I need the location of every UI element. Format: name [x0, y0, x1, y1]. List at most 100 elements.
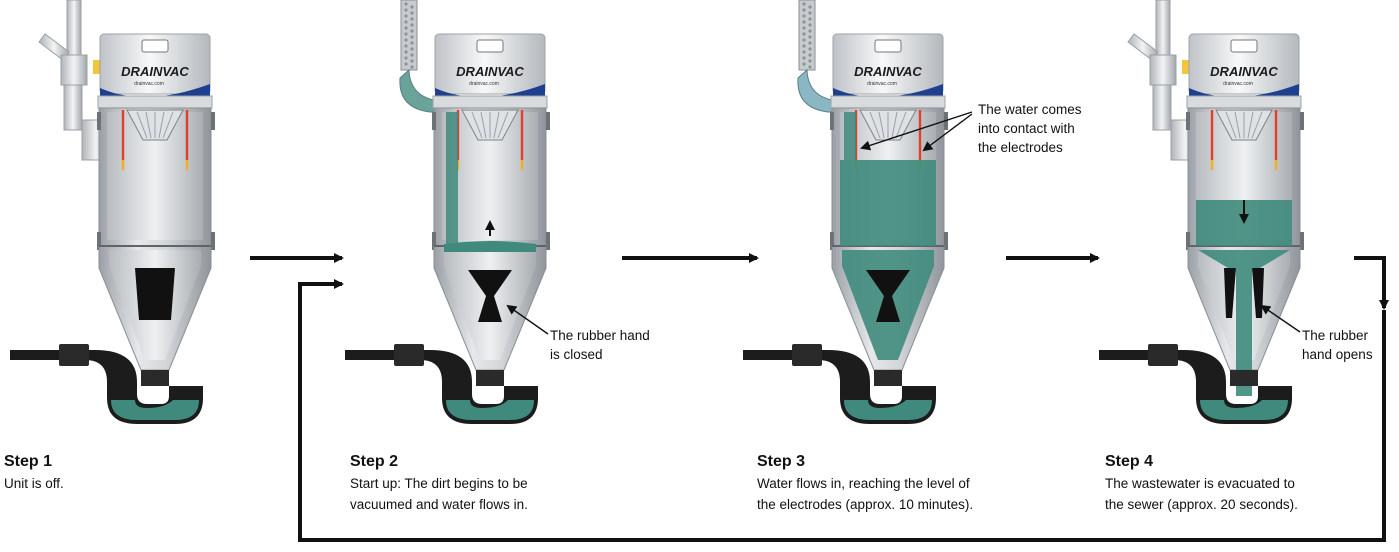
- hose-texture-dot: [404, 62, 408, 66]
- process-flow-arrows: [250, 253, 1389, 542]
- hose-texture-dot: [808, 41, 812, 45]
- hose-texture-dot: [802, 14, 806, 18]
- step-1-caption: Step 1 Unit is off.: [4, 452, 64, 494]
- step-2-caption: Step 2 Start up: The dirt begins to be v…: [350, 452, 528, 515]
- p-trap: [1099, 350, 1292, 424]
- rubber-hand-valve: [468, 270, 512, 322]
- hose-texture-dot: [802, 26, 806, 30]
- leader-electrode-right: [922, 113, 973, 152]
- hose-texture-dot: [410, 17, 414, 21]
- hose-texture-dot: [404, 32, 408, 36]
- water-level-full: [840, 160, 936, 246]
- hose-texture-dot: [808, 35, 812, 39]
- filter-rib: [895, 111, 907, 139]
- inlet-pipe-fitting: [60, 54, 88, 86]
- filter-rib: [878, 111, 885, 139]
- trap-water-seal: [111, 400, 199, 420]
- arrow-loop-back-to-step2: [298, 279, 1386, 542]
- hose-texture-dot: [802, 32, 806, 36]
- hose-texture-dot: [404, 38, 408, 42]
- hose-texture-dot: [404, 14, 408, 18]
- hose-texture-dot: [404, 56, 408, 60]
- step-2-title: Step 2: [350, 453, 399, 470]
- hose-texture-dot: [410, 23, 414, 27]
- filter-rib: [869, 111, 881, 139]
- filter-rib: [1251, 111, 1263, 139]
- outlet-collar: [874, 370, 902, 386]
- step-1-title: Step 1: [4, 453, 53, 470]
- side-clamp: [546, 232, 550, 250]
- rubber-hand-flap: [1224, 268, 1236, 318]
- trap-water-seal: [844, 400, 932, 420]
- annotation-line: the electrodes: [978, 140, 1063, 155]
- hose-texture-dot: [404, 26, 408, 30]
- hose-texture-dot: [410, 35, 414, 39]
- side-clamp: [1186, 232, 1190, 250]
- hose-texture-dot: [802, 44, 806, 48]
- hose-texture-dot: [410, 47, 414, 51]
- trap-fitting: [792, 344, 822, 366]
- hose-texture-dot: [404, 44, 408, 48]
- p-trap: [10, 350, 203, 424]
- motor-cap: [832, 33, 944, 95]
- hose-texture-dot: [410, 65, 414, 69]
- hose-texture-dot: [410, 5, 414, 9]
- filter-rib: [1247, 111, 1254, 139]
- filter-rib: [891, 111, 898, 139]
- drainvac-url: drainvac.com: [1223, 81, 1253, 87]
- annotation-line: The water comes: [978, 102, 1082, 117]
- hose-texture-dot: [808, 65, 812, 69]
- hose-texture-dot: [808, 11, 812, 15]
- side-clamp: [97, 112, 101, 130]
- leader-rubber-hand-closed: [506, 304, 549, 335]
- p-trap: [345, 350, 538, 424]
- cap-handle: [874, 39, 902, 53]
- side-clamp: [830, 232, 834, 250]
- side-clamp: [432, 112, 436, 130]
- hose-texture-dot: [404, 8, 408, 12]
- hose-texture-dot: [410, 59, 414, 63]
- side-clamp: [1300, 112, 1304, 130]
- inlet-hose: [400, 0, 418, 71]
- annotation-electrodes: The water comes into contact with the el…: [978, 100, 1082, 157]
- filter-rib: [1234, 111, 1241, 139]
- hose-texture-dot: [802, 56, 806, 60]
- hose-texture-dot: [410, 29, 414, 33]
- side-clamp: [211, 112, 215, 130]
- hose-texture-dot: [404, 2, 408, 6]
- hose-texture-dot: [802, 20, 806, 24]
- cap-band: [1186, 95, 1302, 109]
- side-clamp: [944, 232, 948, 250]
- drainvac-logo: DRAINVAC: [456, 64, 524, 79]
- filter-rib: [162, 111, 174, 139]
- inlet-pipe-fitting: [1149, 54, 1177, 86]
- drainvac-logo: DRAINVAC: [121, 64, 189, 79]
- hose-texture-dot: [404, 20, 408, 24]
- outlet-collar: [141, 370, 169, 386]
- inlet-pipe: [66, 0, 82, 56]
- hose-texture-dot: [802, 50, 806, 54]
- motor-cap: [434, 33, 546, 95]
- incoming-water-column: [844, 112, 856, 160]
- hose-texture-dot: [808, 53, 812, 57]
- inlet-pipe: [1155, 0, 1171, 56]
- hose-texture-dot: [404, 50, 408, 54]
- filter-rib: [136, 111, 148, 139]
- p-trap: [743, 350, 936, 424]
- annotation-line: hand opens: [1302, 347, 1373, 362]
- step-2-line-2: vacuumed and water flows in.: [350, 497, 528, 512]
- hose-texture-dot: [808, 59, 812, 63]
- side-clamp: [830, 112, 834, 130]
- step-3-line-1: Water flows in, reaching the level of: [757, 476, 970, 491]
- side-clamp: [432, 232, 436, 250]
- hose-texture-dot: [802, 8, 806, 12]
- drainvac-logo: DRAINVAC: [854, 64, 922, 79]
- side-clamp: [1186, 112, 1190, 130]
- step-4-line-1: The wastewater is evacuated to: [1105, 476, 1295, 491]
- inlet-branch: [1127, 33, 1159, 61]
- outlet-collar: [1230, 370, 1258, 386]
- annotation-line: The rubber hand: [550, 328, 650, 343]
- side-clamp: [546, 112, 550, 130]
- step-4-caption: Step 4 The wastewater is evacuated to th…: [1105, 452, 1298, 515]
